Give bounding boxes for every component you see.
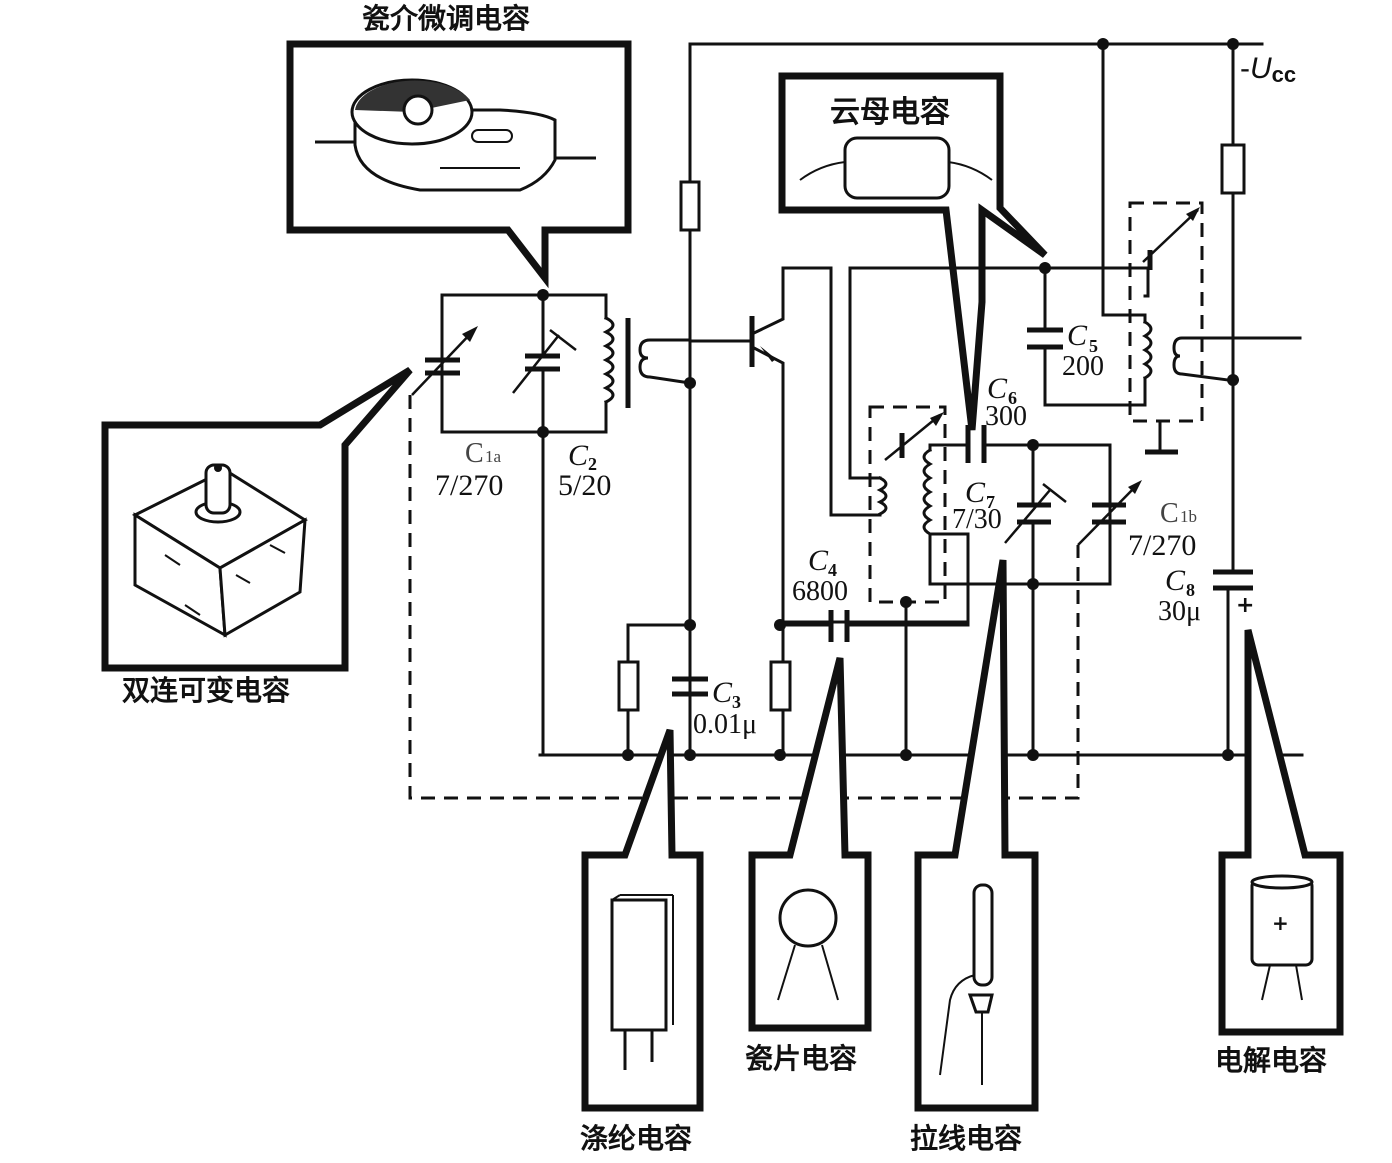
svg-text:5: 5 — [1089, 336, 1098, 356]
svg-text:1b: 1b — [1180, 507, 1197, 526]
ground-rail — [538, 749, 1304, 761]
label-c7: C 7 7/30 — [952, 476, 1002, 535]
mica-label: 云母电容 — [830, 95, 950, 130]
resistor-r3 — [769, 660, 792, 712]
label-c1b: C 1b 7/270 — [1128, 498, 1197, 562]
c8-polarity: + — [1236, 593, 1254, 618]
svg-text:1a: 1a — [485, 447, 502, 466]
electrolytic-callout — [1218, 629, 1344, 1036]
osc-coil-shield — [868, 405, 947, 604]
svg-text:6800: 6800 — [792, 576, 848, 607]
svg-text:7/270: 7/270 — [1128, 529, 1196, 562]
label-c4: C 4 6800 — [792, 544, 848, 607]
svg-text:C: C — [965, 476, 986, 509]
label-c6: C 6 300 — [985, 372, 1027, 432]
mica-capacitor-picture — [799, 136, 993, 200]
resistor-r1 — [679, 180, 701, 232]
svg-text:2: 2 — [588, 454, 597, 474]
label-c5: C 5 200 — [1062, 319, 1104, 382]
supply-label: -Ucc — [1240, 52, 1296, 87]
svg-text:C: C — [465, 438, 484, 469]
svg-text:300: 300 — [985, 401, 1027, 432]
if-transformer-2-shield — [1128, 201, 1204, 423]
svg-text:0.01μ: 0.01μ — [693, 709, 757, 740]
svg-text:3: 3 — [732, 692, 741, 712]
svg-text:5/20: 5/20 — [558, 469, 611, 502]
wire-wound-label: 拉线电容 — [910, 1122, 1022, 1155]
resistor-r4 — [1220, 143, 1246, 195]
wire-wound-callout — [914, 559, 1039, 1112]
svg-text:7/270: 7/270 — [435, 469, 503, 502]
dual-variable-picture — [131, 463, 308, 638]
gang-linkage — [408, 395, 1080, 800]
svg-text:C: C — [1067, 319, 1088, 352]
resistor-r2 — [617, 660, 640, 712]
ceramic-disc-callout — [748, 657, 872, 1032]
label-c8: C 8 30μ — [1158, 564, 1201, 627]
wire-wound-picture — [939, 883, 994, 1085]
svg-text:6: 6 — [1008, 388, 1017, 408]
svg-text:7: 7 — [986, 492, 995, 512]
svg-text:4: 4 — [828, 560, 837, 580]
svg-text:+: + — [1272, 911, 1289, 935]
svg-text:C: C — [808, 544, 829, 577]
ceramic-disc-label: 瓷片电容 — [745, 1042, 857, 1075]
polyester-picture — [610, 894, 674, 1070]
ceramic-disc-picture — [777, 888, 839, 1001]
input-tank — [411, 228, 696, 757]
output-network — [848, 42, 1302, 480]
trimmer-label: 瓷介微调电容 — [362, 2, 530, 35]
svg-text:C: C — [568, 439, 589, 472]
input-coil — [602, 315, 615, 405]
label-c2: C 2 5/20 — [558, 439, 611, 502]
svg-text:C: C — [1165, 564, 1186, 597]
dual-variable-label: 双连可变电容 — [122, 674, 290, 707]
svg-text:200: 200 — [1062, 351, 1104, 382]
svg-text:C: C — [712, 676, 733, 709]
bias-network — [617, 610, 970, 757]
svg-text:C: C — [987, 372, 1008, 405]
svg-text:30μ: 30μ — [1158, 596, 1201, 627]
electrolytic-picture: + — [1250, 874, 1314, 1001]
right-rail: + — [1213, 42, 1254, 757]
electrolytic-label: 电解电容 — [1215, 1044, 1327, 1077]
trimmer-capacitor-picture — [315, 78, 596, 192]
label-c1a: C 1a 7/270 — [435, 438, 503, 502]
svg-text:C: C — [1160, 498, 1179, 529]
polyester-label: 涤纶电容 — [580, 1122, 692, 1155]
oscillator-tank — [783, 405, 1142, 757]
svg-text:8: 8 — [1186, 580, 1195, 600]
label-c3: C 3 0.01μ — [693, 676, 757, 740]
svg-text:7/30: 7/30 — [952, 504, 1002, 535]
